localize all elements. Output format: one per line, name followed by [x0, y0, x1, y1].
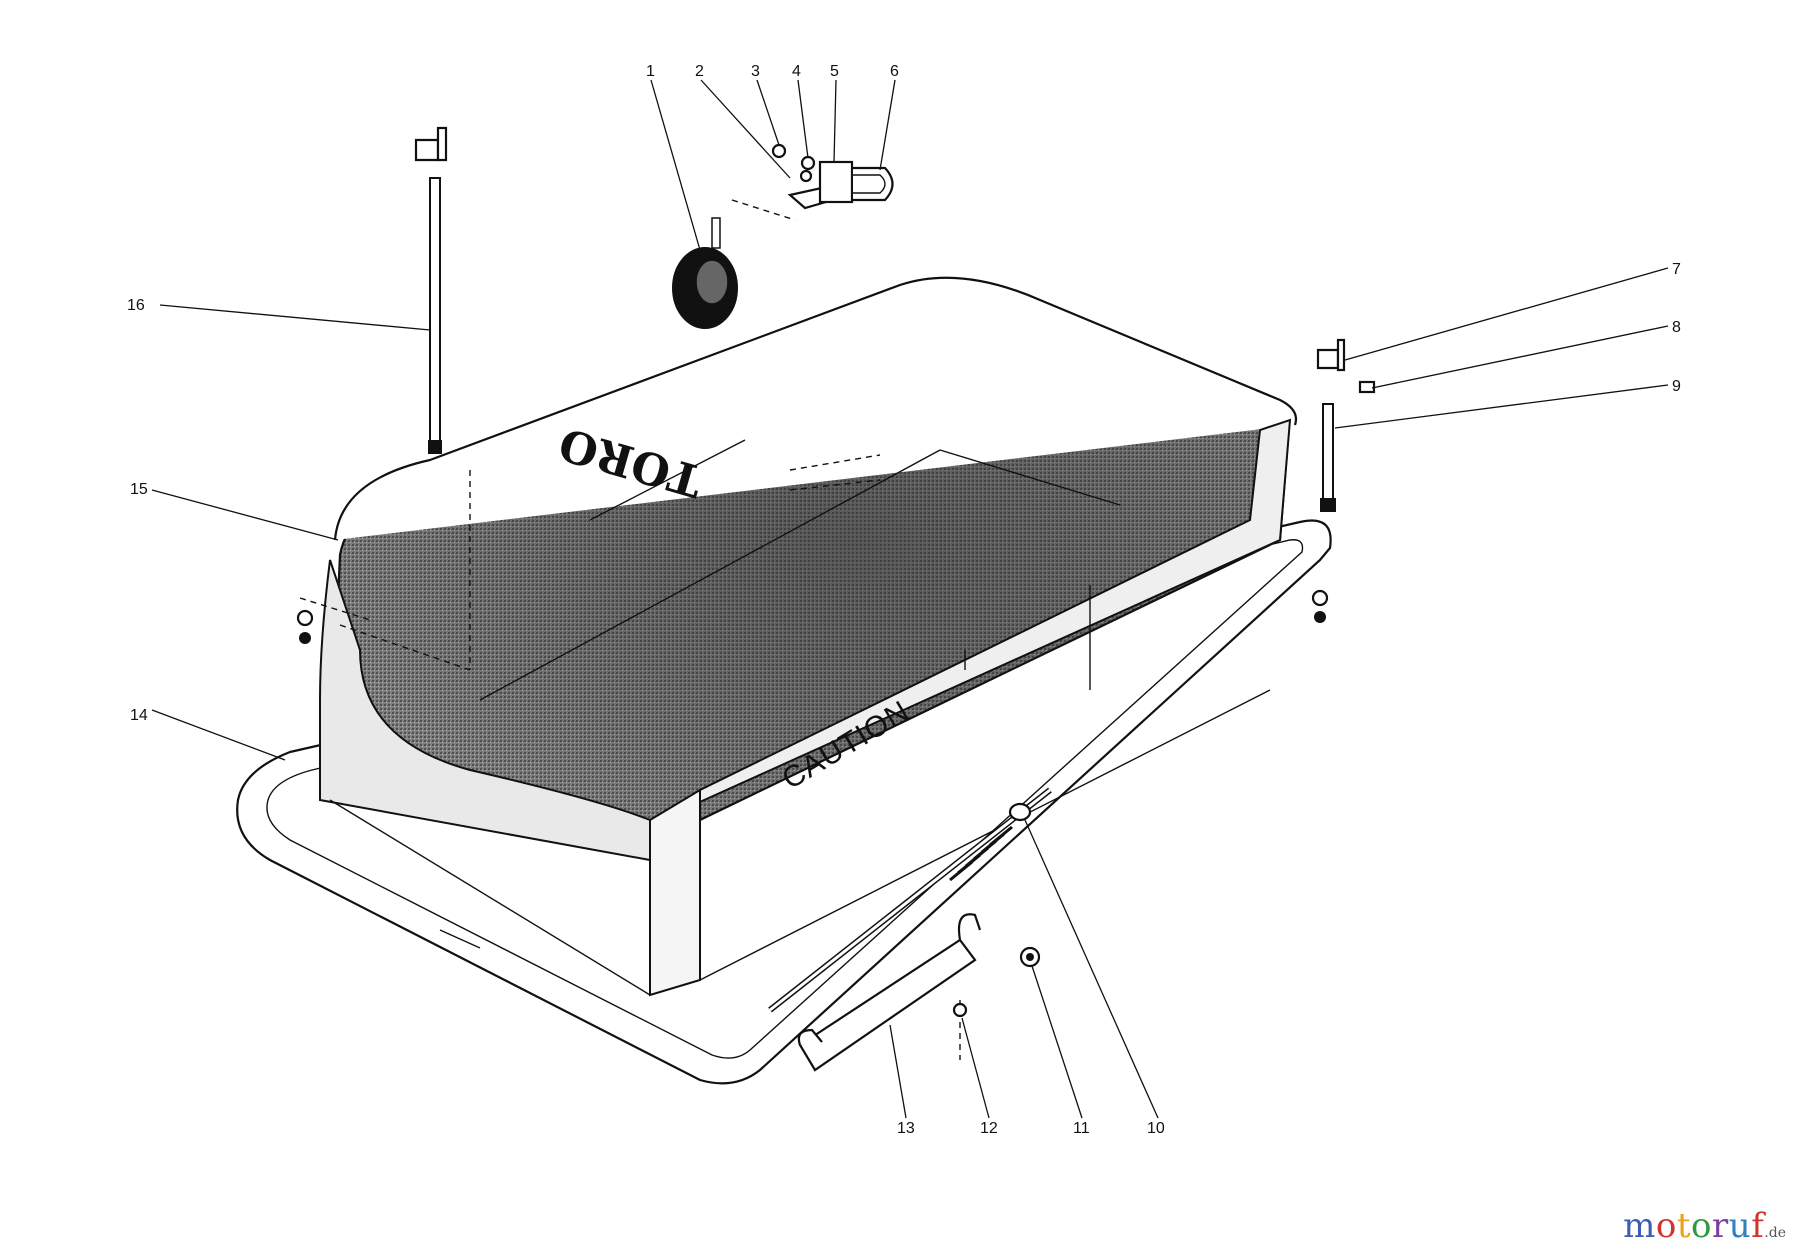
watermark-logo: motoruf.de	[1623, 1209, 1786, 1243]
callout-5: 5	[830, 63, 839, 80]
bag-frame	[236, 519, 1332, 1085]
mounting-bracket	[797, 913, 1041, 1072]
callout-9: 9	[1672, 378, 1681, 395]
support-rod-left	[296, 126, 448, 644]
watermark-suffix: .de	[1764, 1225, 1786, 1241]
callout-13: 13	[897, 1120, 915, 1137]
callout-12: 12	[980, 1120, 998, 1137]
callout-4: 4	[792, 63, 801, 80]
callout-11: 11	[1073, 1120, 1090, 1137]
callout-7: 7	[1672, 261, 1681, 278]
watermark-text: motoruf	[1623, 1206, 1765, 1246]
callout-6: 6	[890, 63, 899, 80]
grass-bag: CAUTION TORO	[319, 276, 1298, 997]
callout-8: 8	[1672, 319, 1681, 336]
caster-bracket	[771, 143, 894, 210]
callout-14: 14	[130, 707, 148, 724]
callout-16: 16	[127, 297, 145, 314]
caster-wheel	[672, 199, 796, 329]
callout-3: 3	[751, 63, 760, 80]
callout-15: 15	[130, 481, 148, 498]
callout-10: 10	[1147, 1120, 1165, 1137]
support-rod-right	[1311, 338, 1376, 623]
spring-rod	[768, 787, 1052, 1013]
leader-lines	[151, 79, 1669, 1119]
callout-labels: 1 2 3 4 5 6 7 8 9 10 11 12 13 14 15 16	[127, 63, 1681, 1137]
callout-2: 2	[695, 63, 704, 80]
callout-1: 1	[646, 63, 655, 80]
